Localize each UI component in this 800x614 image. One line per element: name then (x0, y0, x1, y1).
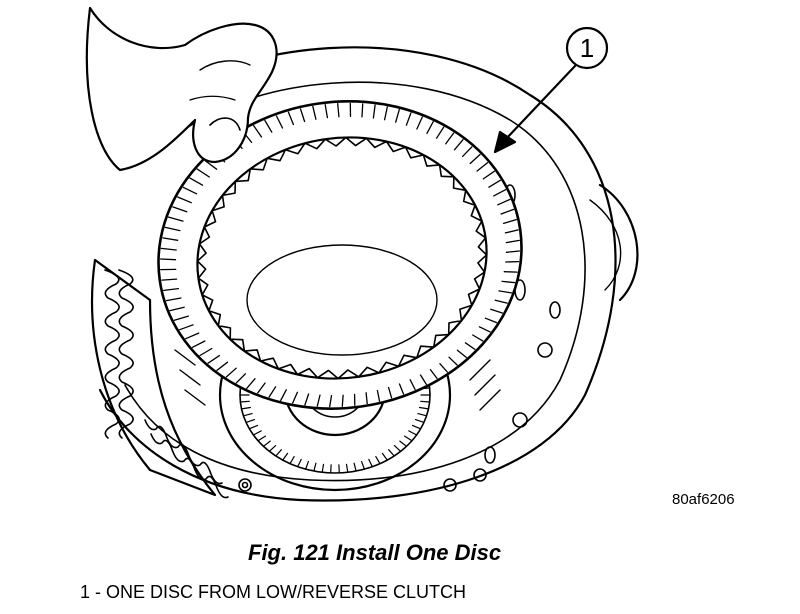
clutch-disc-internal-splines (196, 136, 488, 380)
image-code: 80af6206 (672, 491, 735, 508)
clutch-disc-friction-lines (159, 102, 521, 408)
callout-leader (503, 64, 577, 142)
legend-item: 1 - ONE DISC FROM LOW/REVERSE CLUTCH (80, 582, 467, 602)
housing-inner-rim (124, 81, 586, 482)
callout-circle (565, 26, 609, 70)
housing-right-flange (598, 183, 639, 302)
callout-number: 1 (580, 33, 594, 63)
housing-ribs (174, 349, 501, 411)
transmission-housing-outline (98, 46, 617, 502)
housing-bolt-holes (238, 184, 561, 492)
clutch-disc-illustration: 1 (85, 6, 639, 502)
left-housing-sector (90, 258, 217, 497)
technician-hand (85, 6, 278, 172)
figure-caption: Fig. 121 Install One Disc (248, 540, 502, 565)
wave-spring-bottom (144, 419, 229, 499)
wave-spring-left (104, 269, 134, 439)
callout-arrowhead (493, 130, 517, 154)
